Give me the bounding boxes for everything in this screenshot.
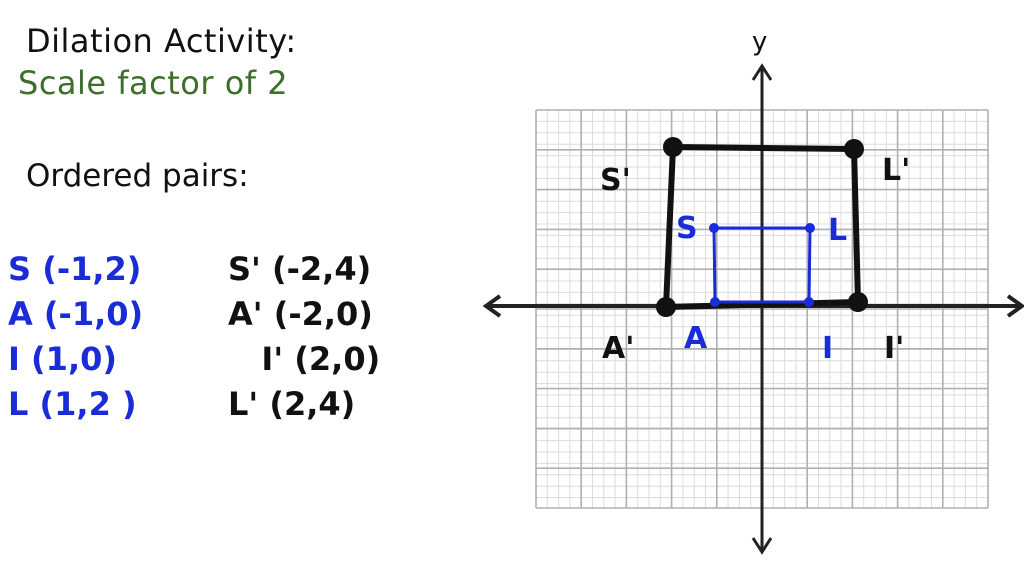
point-i-prime bbox=[848, 292, 868, 312]
point-s-prime bbox=[663, 137, 683, 157]
pair-l-prime: L' (2,4) bbox=[228, 385, 356, 423]
label-s-prime: S' bbox=[600, 163, 631, 198]
label-i-prime: I' bbox=[884, 331, 904, 366]
point-l-prime bbox=[844, 139, 864, 159]
pair-i: I (1,0) bbox=[8, 340, 117, 378]
y-axis-label: y bbox=[752, 27, 767, 57]
original-pairs-list: S (-1,2) A (-1,0) I (1,0) L (1,2 ) bbox=[8, 247, 143, 427]
point-a-prime bbox=[656, 297, 676, 317]
scale-factor-subtitle: Scale factor of 2 bbox=[18, 64, 289, 102]
pair-a: A (-1,0) bbox=[8, 295, 144, 333]
image-pairs-list: S' (-2,4) A' (-2,0) I' (2,0) L' (2,4) bbox=[228, 247, 380, 427]
original-rectangle bbox=[709, 223, 815, 307]
dilated-rectangle bbox=[656, 137, 868, 317]
pair-s: S (-1,2) bbox=[8, 250, 142, 288]
point-s bbox=[709, 223, 719, 233]
point-a bbox=[710, 297, 720, 307]
pair-s-prime: S' (-2,4) bbox=[228, 250, 372, 288]
label-a-prime: A' bbox=[602, 331, 634, 366]
point-i bbox=[804, 297, 814, 307]
label-l-prime: L' bbox=[882, 153, 910, 188]
ordered-pairs-heading: Ordered pairs: bbox=[26, 158, 249, 194]
pair-a-prime: A' (-2,0) bbox=[228, 295, 373, 333]
pair-i-prime: I' (2,0) bbox=[228, 340, 381, 378]
label-s: S bbox=[676, 211, 698, 246]
pair-l: L (1,2 ) bbox=[8, 385, 137, 423]
label-i: I bbox=[822, 331, 833, 366]
page-title: Dilation Activity: bbox=[26, 22, 297, 60]
label-l: L bbox=[828, 213, 847, 248]
point-l bbox=[805, 223, 815, 233]
label-a: A bbox=[684, 321, 708, 356]
